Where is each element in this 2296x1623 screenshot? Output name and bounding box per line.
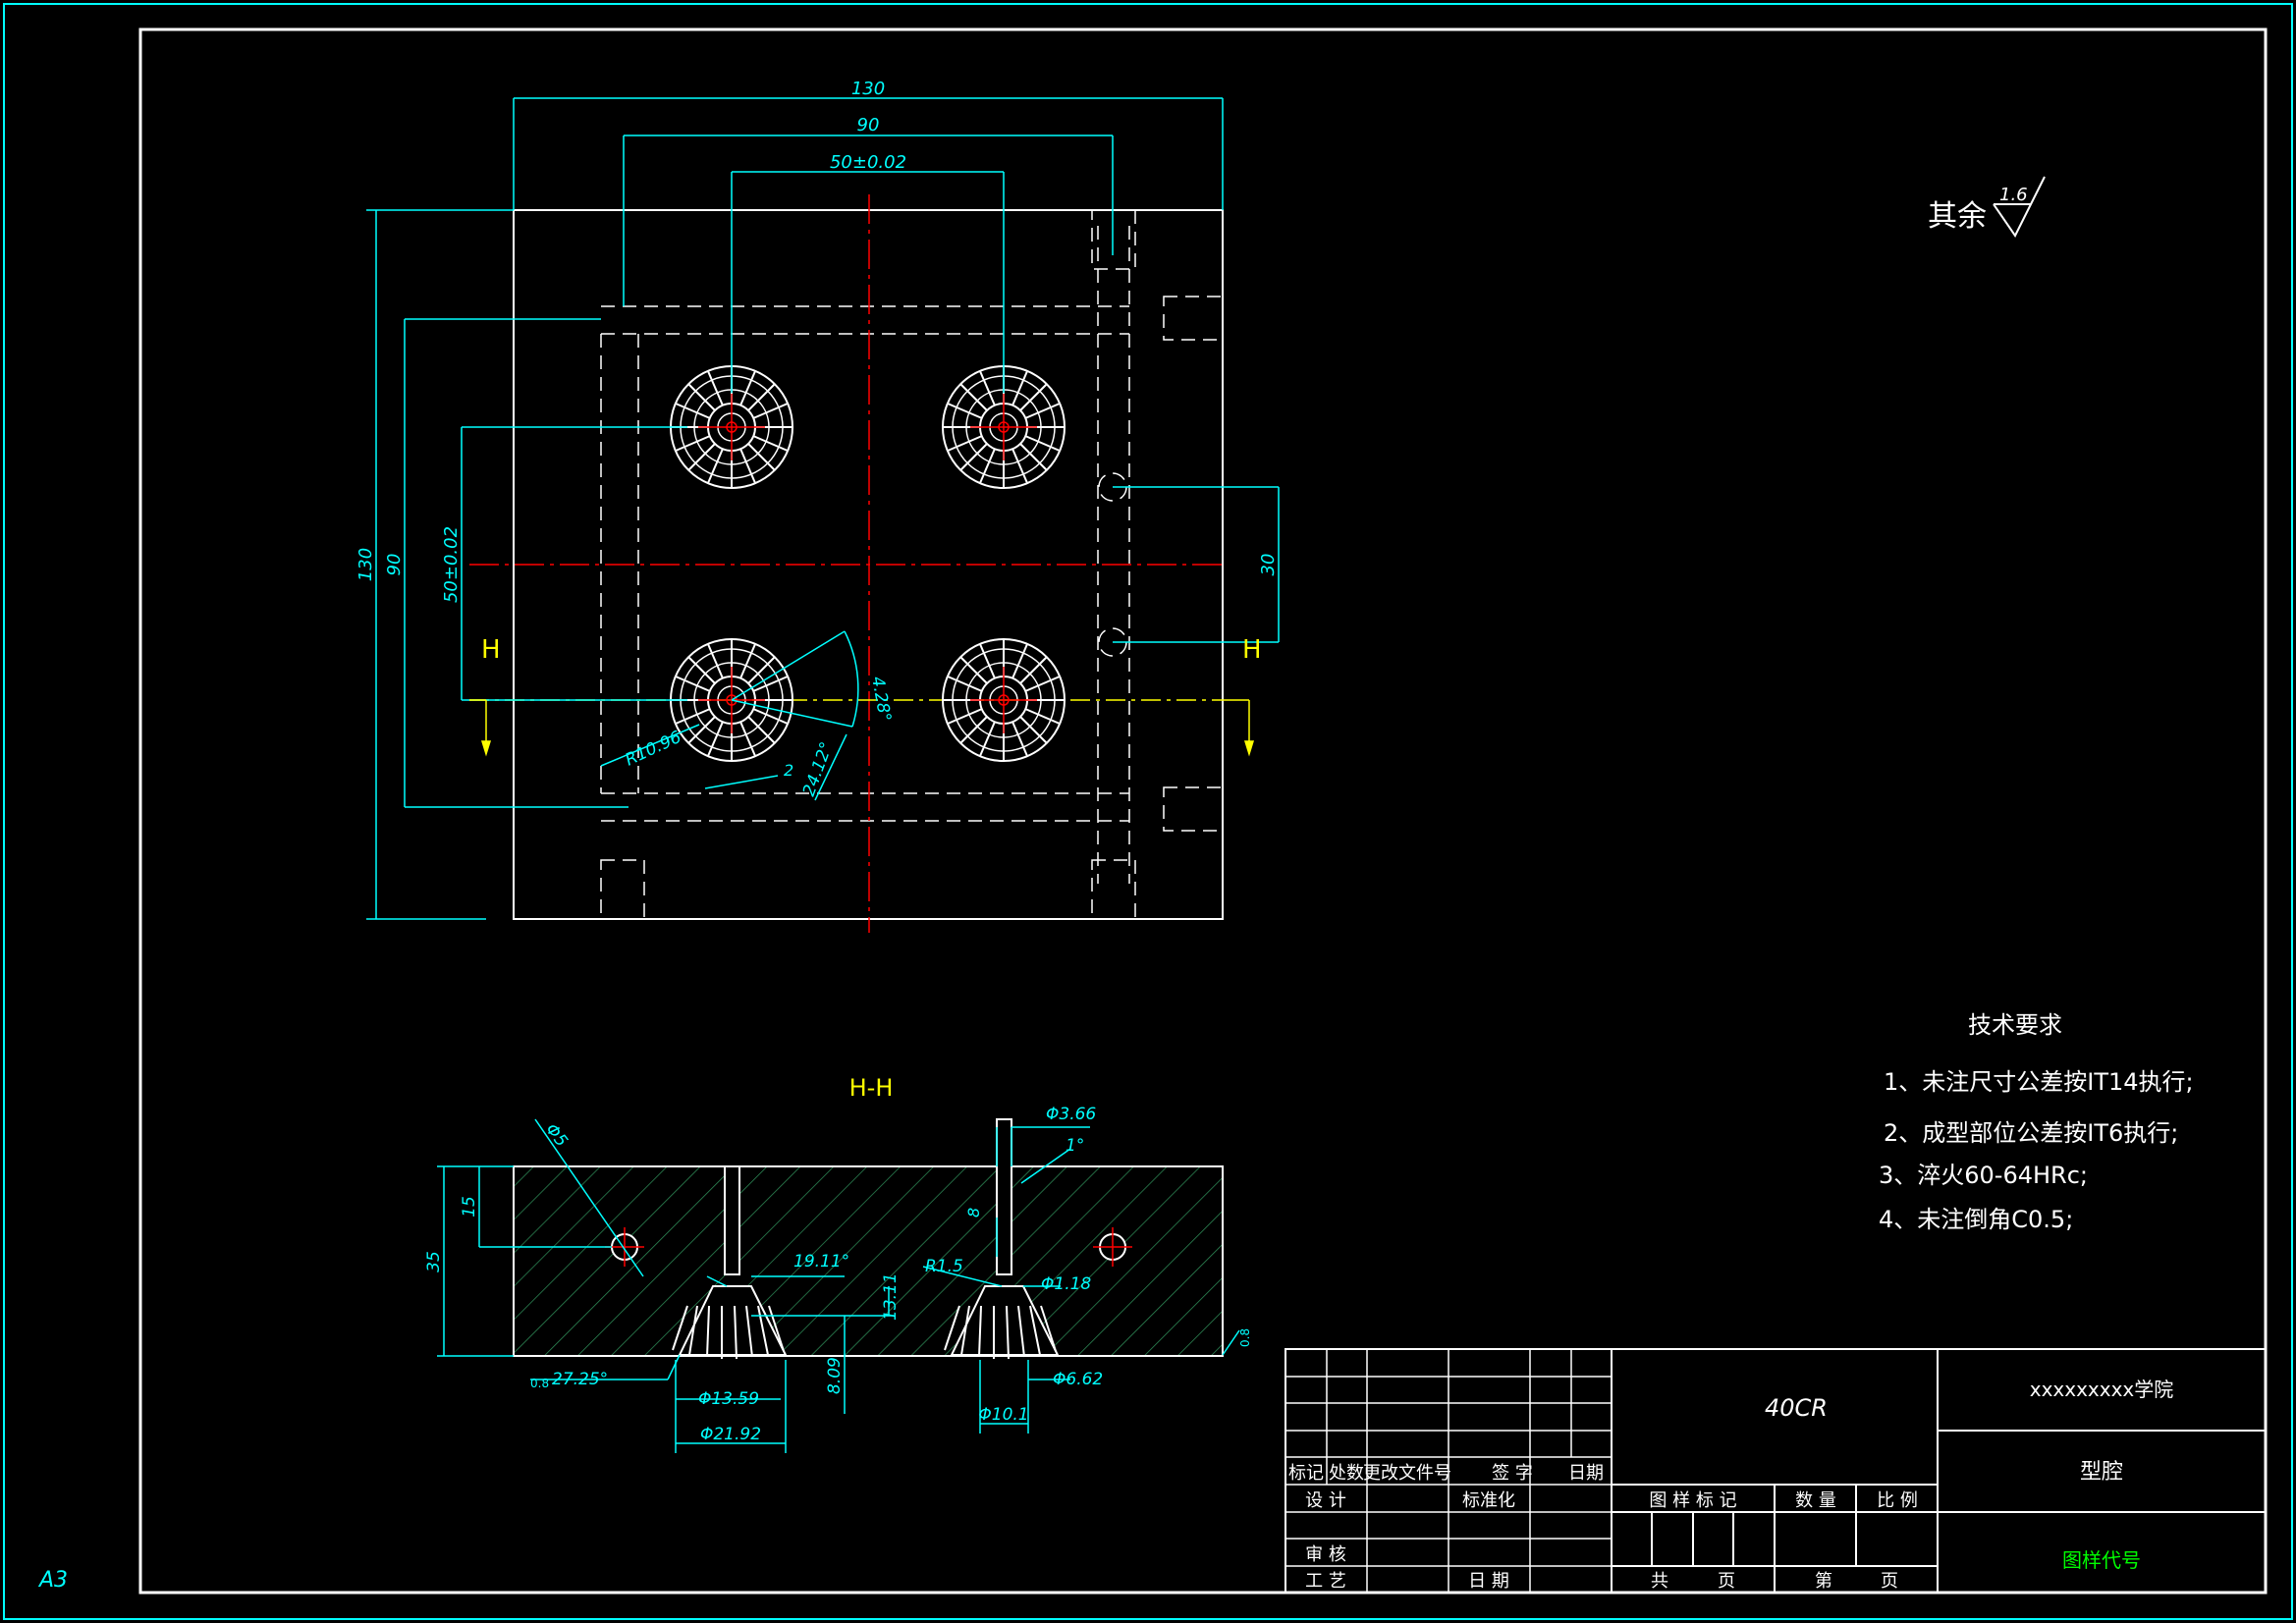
section-view: H-H xyxy=(424,1074,1252,1453)
dim-len8: 8 xyxy=(964,1208,983,1217)
tb-page: 页 xyxy=(1718,1571,1735,1592)
dim-dia6-62: Φ6.62 xyxy=(1053,1370,1103,1389)
dim-ang27-25: 27.25° xyxy=(552,1370,608,1389)
dim-ang19-11: 19.11° xyxy=(793,1252,849,1271)
tb-date2: 日 期 xyxy=(1468,1571,1509,1592)
tb-total: 共 xyxy=(1651,1571,1668,1592)
tech-item-4: 4、未注倒角C0.5; xyxy=(1879,1206,2073,1233)
tech-item-1: 1、未注尺寸公差按IT14执行; xyxy=(1884,1068,2194,1096)
tb-scale: 比 例 xyxy=(1877,1490,1918,1511)
dim-deg1: 1° xyxy=(1066,1136,1084,1156)
tb-change-doc: 更改文件号 xyxy=(1363,1463,1451,1484)
tech-requirements: 技术要求 1、未注尺寸公差按IT14执行; 2、成型部位公差按IT6执行; 3、… xyxy=(1879,1011,2194,1233)
title-block: 标记 处数 更改文件号 签 字 日期 设 计 标准化 审 核 工 艺 日 期 4… xyxy=(1285,1348,2267,1594)
dim-dia1-18: Φ1.18 xyxy=(1041,1274,1091,1294)
dim-angle-2: 24.12° xyxy=(799,739,837,799)
tb-standard: 标准化 xyxy=(1462,1490,1515,1511)
cavity-section-right xyxy=(944,1118,1060,1360)
sheet-outer-frame xyxy=(3,3,2293,1620)
dim-width-130: 130 xyxy=(851,79,885,99)
tb-page-no: 第 xyxy=(1815,1571,1832,1592)
dim-dia13-59: Φ13.59 xyxy=(698,1389,759,1409)
tb-mark: 标记 xyxy=(1288,1463,1324,1484)
dim-height-50: 50±0.02 xyxy=(441,526,462,603)
cavity-section-left xyxy=(672,1165,788,1360)
tb-quantity: 数 量 xyxy=(1795,1490,1836,1511)
section-mark-left: H xyxy=(481,635,501,665)
plate-outline xyxy=(513,209,1224,920)
dim-dia3-66: Φ3.66 xyxy=(1046,1105,1096,1124)
tb-signature: 签 字 xyxy=(1492,1463,1533,1484)
tb-design: 设 计 xyxy=(1305,1490,1346,1511)
top-view: 130 90 50±0.02 130 90 50±0.02 30 R10.96 … xyxy=(355,79,1280,933)
top-dimensions xyxy=(366,97,1280,920)
dim-height-130: 130 xyxy=(355,548,376,581)
tb-count: 处数 xyxy=(1329,1463,1364,1484)
sheet-size-label: A3 xyxy=(37,1568,68,1593)
dim-angle-1: 4.28° xyxy=(867,675,895,723)
dim-width-50: 50±0.02 xyxy=(830,152,906,173)
dim-h8-09: 8.09 xyxy=(825,1357,845,1394)
dim-height-90: 90 xyxy=(384,554,405,576)
tech-item-3: 3、淬火60-64HRc; xyxy=(1879,1162,2088,1189)
surface-finish-note: 其余 1.6 xyxy=(1928,176,2046,238)
section-title: H-H xyxy=(849,1074,894,1102)
tech-title: 技术要求 xyxy=(1968,1011,2062,1039)
tb-page2: 页 xyxy=(1881,1571,1898,1592)
dim-dia10-1: Φ10.1 xyxy=(978,1405,1028,1425)
dim-dia21-92: Φ21.92 xyxy=(700,1425,761,1444)
dim-dia5: Φ5 xyxy=(541,1120,572,1151)
dim-width-90: 90 xyxy=(857,115,880,135)
section-body xyxy=(513,1165,1224,1357)
dim-r1-5: R1.5 xyxy=(925,1257,963,1276)
sheet-inner-frame xyxy=(138,27,2268,1595)
section-arrows xyxy=(469,699,1255,757)
tb-drawing-code: 图样代号 xyxy=(2062,1548,2141,1572)
tb-date: 日期 xyxy=(1568,1463,1604,1484)
tb-part-name: 型腔 xyxy=(2080,1460,2123,1485)
dim-small: 2 xyxy=(784,761,793,780)
dim-h13-11: 13.11 xyxy=(881,1272,901,1321)
roughness-left: 0.8 xyxy=(530,1377,549,1390)
dim-radius: R10.96 xyxy=(623,728,684,771)
centerlines xyxy=(469,194,1223,933)
tech-item-2: 2、成型部位公差按IT6执行; xyxy=(1884,1119,2178,1147)
tb-material: 40CR xyxy=(1765,1394,1828,1422)
tb-process: 工 艺 xyxy=(1305,1571,1346,1592)
dim-h35: 35 xyxy=(424,1251,444,1272)
section-dimensions xyxy=(437,1118,1240,1453)
dim-height-30: 30 xyxy=(1258,554,1279,576)
tb-drawing-mark: 图 样 标 记 xyxy=(1649,1490,1736,1511)
section-mark-right: H xyxy=(1242,635,1262,665)
tb-school: xxxxxxxxx学院 xyxy=(2030,1378,2174,1401)
dim-h15: 15 xyxy=(460,1196,479,1217)
tb-review: 审 核 xyxy=(1305,1544,1346,1565)
surface-finish-prefix: 其余 xyxy=(1928,199,1987,234)
cavity-bottom-right xyxy=(942,638,1066,762)
surface-finish-value: 1.6 xyxy=(1999,185,2028,205)
roughness-right: 0.8 xyxy=(1238,1328,1252,1347)
